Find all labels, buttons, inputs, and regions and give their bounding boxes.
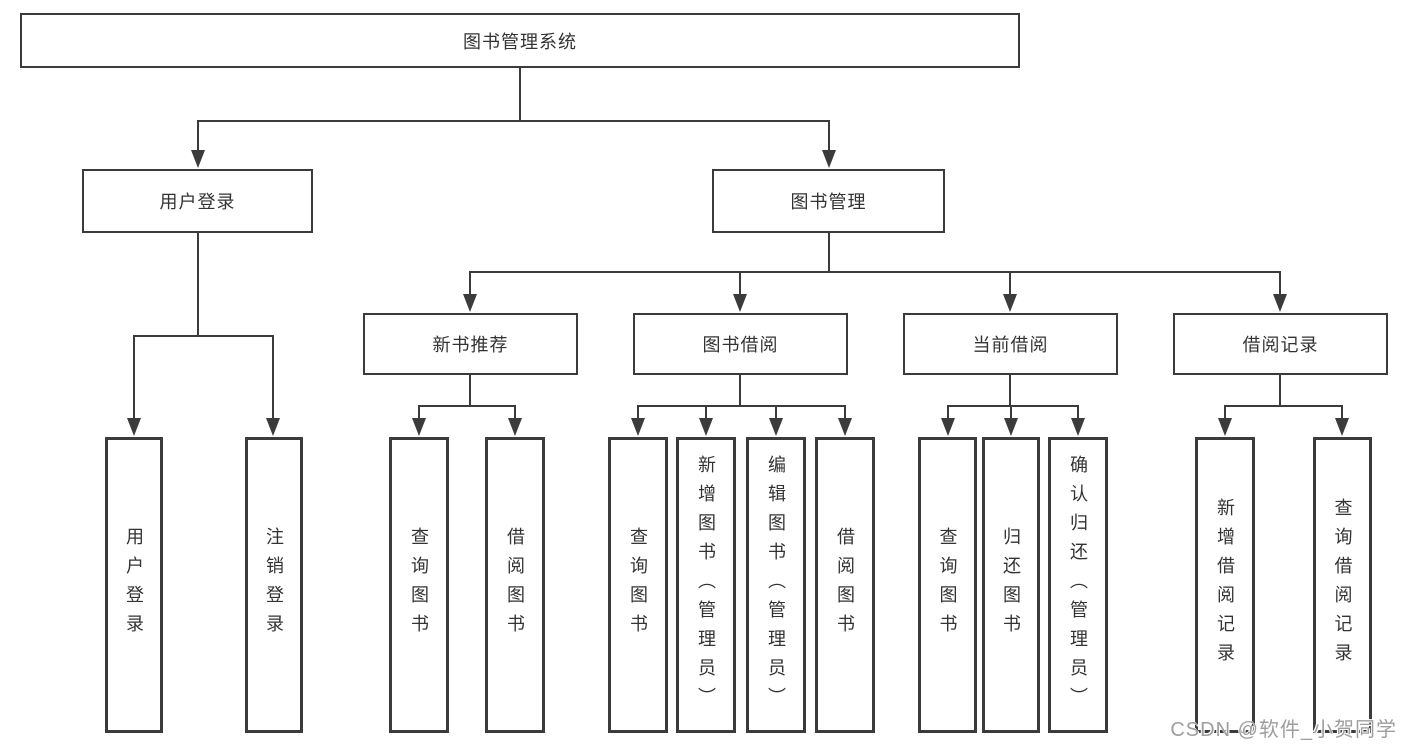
connector-user-login-trunk [197, 233, 199, 337]
connector-current-borrowing-branch [947, 405, 1079, 407]
node-label: 借阅记录 [1242, 335, 1319, 355]
node-new-book-recommend: 新书推荐 [363, 313, 578, 375]
leaf-edit-book-admin: 编辑图书（管理员） [746, 437, 806, 733]
connector-new-book-branch [418, 405, 516, 407]
connector-root-trunk [519, 68, 521, 121]
connector-to-new-book [469, 271, 471, 296]
leaf-query-books-3: 查询图书 [918, 437, 977, 733]
connector-book-management-trunk [828, 233, 830, 273]
leaf-label: 归还图书 [1001, 527, 1021, 643]
arrowhead-new-book [463, 294, 477, 312]
leaf-label: 新增图书（管理员） [696, 454, 716, 716]
arrowhead-leaf-user-login [127, 418, 141, 436]
connector-to-book-borrowing [739, 271, 741, 296]
connector-leaf [418, 405, 420, 420]
connector-leaf [514, 405, 516, 420]
arrowhead-borrowing-records [1273, 294, 1287, 312]
connector-to-book-management [828, 120, 830, 152]
connector-to-leaf-logout [272, 335, 274, 419]
leaf-label: 借阅图书 [835, 527, 855, 643]
connector-leaf [1341, 405, 1343, 420]
connector-to-current-borrowing [1009, 271, 1011, 296]
leaf-label: 用户登录 [124, 527, 144, 643]
connector-borrowing-records-branch [1224, 405, 1343, 407]
arrowhead-leaf [1335, 418, 1349, 436]
arrowhead-leaf [941, 418, 955, 436]
arrowhead-leaf [1004, 418, 1018, 436]
node-book-borrowing: 图书借阅 [633, 313, 848, 375]
node-book-management: 图书管理 [712, 169, 945, 233]
connector-user-login-branch [133, 335, 274, 337]
leaf-confirm-return-admin: 确认归还（管理员） [1048, 437, 1108, 733]
leaf-label: 查询图书 [409, 527, 429, 643]
arrowhead-book-borrowing [733, 294, 747, 312]
connector-book-borrowing-trunk [739, 375, 741, 407]
connector-level3-branch [469, 271, 1281, 273]
arrowhead-leaf [412, 418, 426, 436]
arrowhead-leaf [838, 418, 852, 436]
leaf-borrow-books-2: 借阅图书 [815, 437, 875, 733]
connector-book-borrowing-branch [637, 405, 846, 407]
leaf-query-books-1: 查询图书 [389, 437, 449, 733]
leaf-logout: 注销登录 [245, 437, 303, 733]
node-label: 用户登录 [159, 192, 236, 212]
leaf-label: 注销登录 [264, 527, 284, 643]
leaf-add-borrow-record: 新增借阅记录 [1195, 437, 1255, 733]
leaf-return-book: 归还图书 [982, 437, 1040, 733]
connector-current-borrowing-trunk [1009, 375, 1011, 407]
arrowhead-leaf [1218, 418, 1232, 436]
node-label: 新书推荐 [432, 335, 509, 355]
node-label: 图书管理 [790, 192, 867, 212]
arrowhead-current-borrowing [1003, 294, 1017, 312]
leaf-label: 查询图书 [628, 527, 648, 643]
arrowhead-leaf-logout [266, 418, 280, 436]
arrowhead-leaf [631, 418, 645, 436]
leaf-query-books-2: 查询图书 [608, 437, 668, 733]
node-user-login: 用户登录 [82, 169, 313, 233]
leaf-add-book-admin: 新增图书（管理员） [676, 437, 736, 733]
connector-leaf [1224, 405, 1226, 420]
leaf-label: 新增借阅记录 [1215, 498, 1235, 672]
connector-leaf [1077, 405, 1079, 420]
connector-borrowing-records-trunk [1279, 375, 1281, 407]
connector-to-user-login [197, 120, 199, 152]
leaf-query-borrow-record: 查询借阅记录 [1313, 437, 1372, 733]
connector-to-borrowing-records [1279, 271, 1281, 296]
connector-level2-branch [197, 120, 830, 122]
leaf-borrow-books-1: 借阅图书 [485, 437, 545, 733]
connector-leaf [705, 405, 707, 420]
arrowhead-leaf [769, 418, 783, 436]
node-current-borrowing: 当前借阅 [903, 313, 1118, 375]
leaf-user-login: 用户登录 [105, 437, 163, 733]
node-label: 图书管理系统 [463, 31, 577, 52]
connector-to-leaf-user-login [133, 335, 135, 419]
node-label: 图书借阅 [702, 335, 779, 355]
node-borrowing-records: 借阅记录 [1173, 313, 1388, 375]
arrowhead-book-management [822, 150, 836, 168]
connector-leaf [1010, 405, 1012, 420]
connector-leaf [775, 405, 777, 420]
connector-new-book-trunk [469, 375, 471, 407]
leaf-label: 编辑图书（管理员） [766, 454, 786, 716]
leaf-label: 确认归还（管理员） [1068, 454, 1088, 716]
leaf-label: 借阅图书 [505, 527, 525, 643]
node-library-management-system: 图书管理系统 [20, 13, 1020, 68]
node-label: 当前借阅 [972, 335, 1049, 355]
connector-leaf [637, 405, 639, 420]
arrowhead-user-login [191, 150, 205, 168]
connector-leaf [844, 405, 846, 420]
arrowhead-leaf [508, 418, 522, 436]
arrowhead-leaf [1071, 418, 1085, 436]
connector-leaf [947, 405, 949, 420]
leaf-label: 查询图书 [937, 527, 958, 643]
arrowhead-leaf [699, 418, 713, 436]
leaf-label: 查询借阅记录 [1332, 498, 1353, 672]
csdn-watermark: CSDN @软件_小贺同学 [1170, 719, 1397, 741]
